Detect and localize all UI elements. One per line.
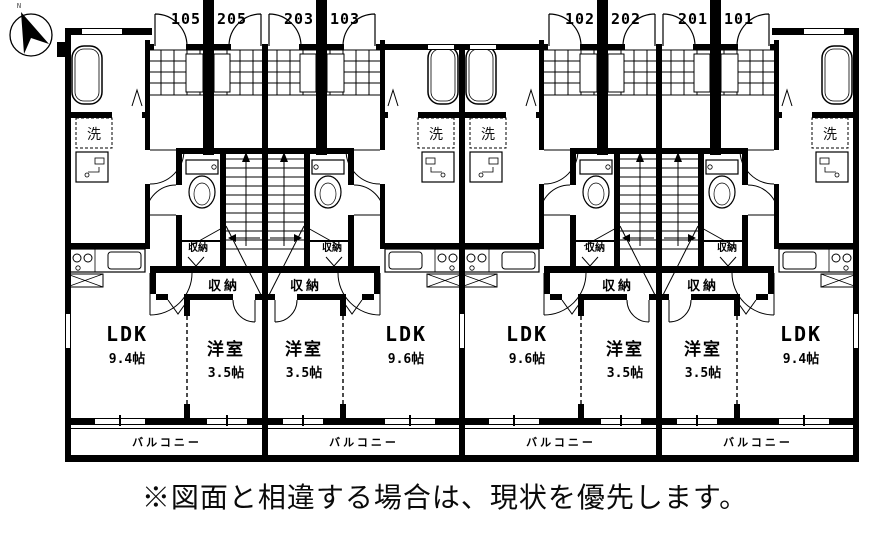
ldk-size: 9.4帖: [109, 351, 145, 367]
western-room-label: 洋室: [684, 339, 722, 360]
main-closet-label: 収納: [290, 278, 322, 294]
disclaimer-note: ※図面と相違する場合は、現状を優先します。: [142, 482, 748, 513]
hall-closet-label: 収納: [717, 241, 737, 254]
main-closet-label: 収納: [602, 278, 634, 294]
unit-number-103: 103: [330, 10, 360, 28]
balcony-label: バルコニー: [132, 436, 202, 449]
north-arrow-icon: N: [9, 2, 53, 57]
western-room-label: 洋室: [207, 339, 245, 360]
ldk-size: 9.6帖: [388, 351, 424, 367]
main-closet-label: 収納: [687, 278, 719, 294]
laundry-label: 洗: [481, 127, 495, 143]
ldk-label: LDK: [780, 322, 822, 346]
ldk-size: 9.6帖: [509, 351, 545, 367]
laundry-label: 洗: [823, 127, 837, 143]
western-room-size: 3.5帖: [286, 365, 322, 381]
ldk-size: 9.4帖: [783, 351, 819, 367]
main-closet-label: 収納: [208, 278, 240, 294]
unit-number-105: 105: [171, 10, 201, 28]
western-room-size: 3.5帖: [607, 365, 643, 381]
ldk-label: LDK: [506, 322, 548, 346]
unit-plan-201-101: [655, 0, 860, 463]
balcony-label: バルコニー: [329, 436, 399, 449]
ldk-label: LDK: [106, 322, 148, 346]
laundry-label: 洗: [87, 127, 101, 143]
unit-number-101: 101: [724, 10, 754, 28]
unit-number-201: 201: [678, 10, 708, 28]
unit-plan-203-103: [261, 0, 466, 463]
unit-number-203: 203: [284, 10, 314, 28]
laundry-label: 洗: [429, 127, 443, 143]
unit-plan-102-202: [458, 0, 663, 463]
balcony-label: バルコニー: [526, 436, 596, 449]
hall-closet-label: 収納: [188, 241, 208, 254]
unit-number-202: 202: [611, 10, 641, 28]
balcony-label: バルコニー: [723, 436, 793, 449]
legend-block: [57, 42, 70, 57]
western-room-label: 洋室: [606, 339, 644, 360]
unit-number-205: 205: [217, 10, 247, 28]
hall-closet-label: 収納: [585, 241, 605, 254]
western-room-label: 洋室: [285, 339, 323, 360]
ldk-label: LDK: [385, 322, 427, 346]
top-facade-walls: [65, 28, 859, 50]
western-room-size: 3.5帖: [685, 365, 721, 381]
unit-plan-105-205: [64, 0, 269, 463]
unit-number-102: 102: [565, 10, 595, 28]
western-room-size: 3.5帖: [208, 365, 244, 381]
north-label: N: [17, 2, 21, 10]
hall-closet-label: 収納: [322, 241, 342, 254]
